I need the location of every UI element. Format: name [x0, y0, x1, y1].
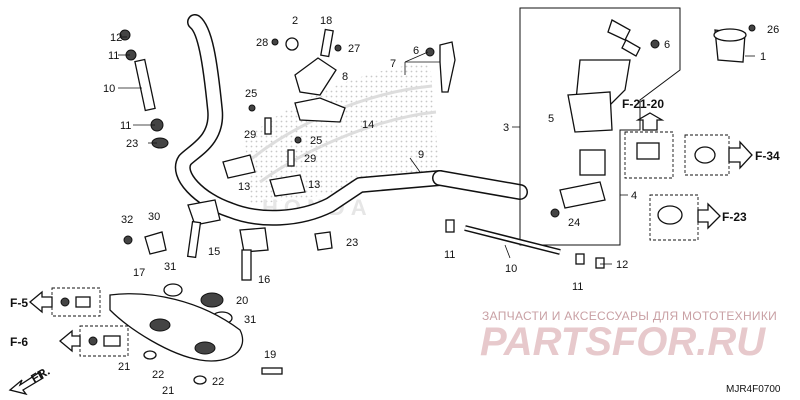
callout: 23 [126, 138, 138, 150]
callout: 31 [164, 261, 176, 273]
throttle-cable-tube [445, 219, 605, 269]
callout: 2 [292, 15, 298, 27]
leader-lines [118, 36, 755, 265]
callout: 11 [572, 281, 583, 293]
callout: 23 [346, 237, 358, 249]
callout: 30 [148, 211, 160, 223]
ignition-switch-frame [425, 7, 756, 246]
top-bridge [109, 293, 283, 385]
callout: 6 [413, 45, 419, 57]
callout-numbers: 12 11 10 11 23 2 18 28 27 8 25 14 29 25 … [103, 15, 779, 397]
watermark-caption: ЗАПЧАСТИ И АКСЕССУАРЫ ДЛЯ МОТОТЕХНИКИ [482, 309, 777, 323]
callout: 21 [118, 361, 130, 373]
callout: 26 [767, 24, 779, 36]
callout: 7 [390, 58, 396, 70]
callout: 1 [760, 51, 766, 63]
callout: 10 [505, 263, 517, 275]
ref-f5: F-5 [10, 296, 28, 310]
callout: 16 [258, 274, 270, 286]
callout: 6 [664, 39, 670, 51]
callout: 10 [103, 83, 115, 95]
f34-box [684, 134, 753, 176]
callout: 5 [548, 113, 554, 125]
callout: 18 [320, 15, 332, 27]
callout: 29 [304, 153, 316, 165]
callout: 8 [342, 71, 348, 83]
callout: 28 [256, 37, 268, 49]
callout: 11 [120, 120, 131, 132]
callout: 12 [616, 259, 628, 271]
ref-f6: F-6 [10, 335, 28, 349]
callout: 17 [133, 267, 145, 279]
upper-holder-assembly [248, 28, 346, 167]
ref-f34: F-34 [755, 149, 780, 163]
callout: 29 [244, 129, 256, 141]
callout: 13 [238, 181, 250, 193]
callout: 31 [244, 314, 256, 326]
front-arrow: FR. [8, 364, 52, 396]
callout: 32 [121, 214, 133, 226]
ref-f23: F-23 [722, 210, 747, 224]
callout: 4 [631, 190, 637, 202]
callout: 19 [264, 349, 276, 361]
callout: 27 [348, 43, 360, 55]
handlebar [174, 14, 528, 226]
callout: 11 [444, 249, 455, 261]
f5-box [28, 287, 101, 317]
callout: 20 [236, 295, 248, 307]
callout: 21 [162, 385, 174, 397]
callout: 9 [418, 149, 424, 161]
bar-end-weight [119, 29, 169, 149]
callout: 25 [245, 88, 257, 100]
callout: 11 [108, 50, 119, 62]
f21-20-box [624, 112, 674, 179]
diagram-code: MJR4F0700 [726, 384, 781, 395]
callout: 24 [568, 217, 580, 229]
callout: 14 [362, 119, 374, 131]
callout: 25 [310, 135, 322, 147]
lower-holders [222, 154, 306, 197]
callout: 3 [503, 122, 509, 134]
callout: 22 [152, 369, 164, 381]
callout: 13 [308, 179, 320, 191]
ref-f21-20: F-21-20 [622, 97, 664, 111]
watermark-brand: PARTSFOR.RU [480, 320, 766, 364]
callout: 22 [212, 376, 224, 388]
callout: 15 [208, 246, 220, 258]
f6-box [58, 325, 129, 357]
callout: 12 [110, 32, 122, 44]
f23-box [649, 194, 721, 241]
